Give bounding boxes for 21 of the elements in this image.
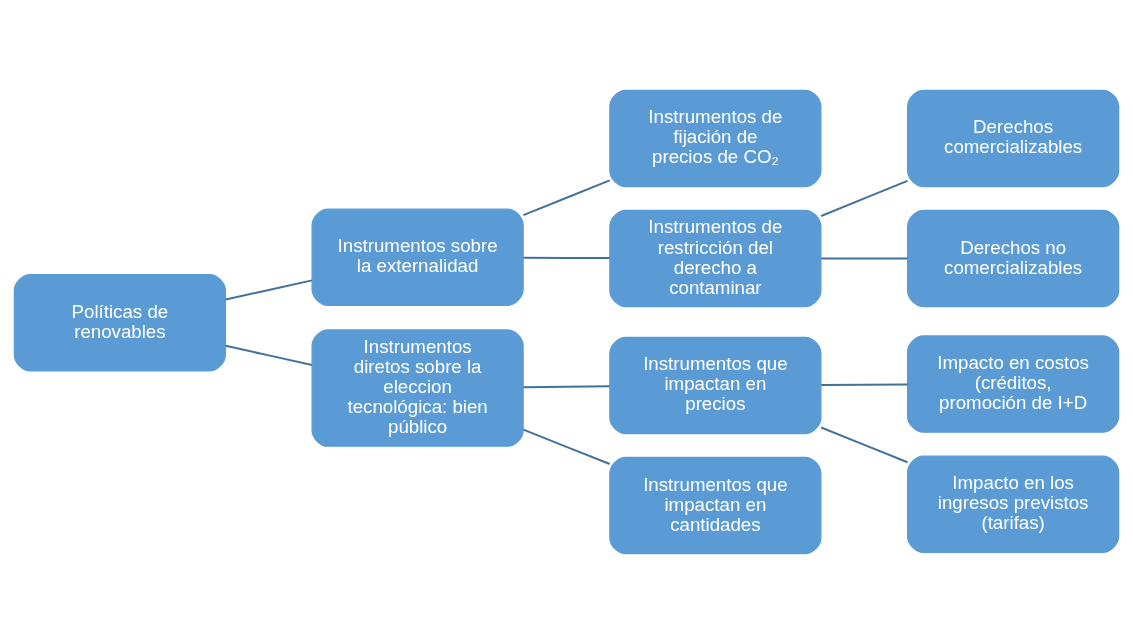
node-box: Instrumentos sobre la externalidad [311,208,524,306]
node-box: Políticas de renovables [13,273,226,372]
node-box: Impacto en costos (créditos, promoción de I+D [907,335,1120,433]
connector [820,257,909,260]
node-box: Derechos comercializables [907,89,1120,188]
connector [522,385,611,389]
connector [820,383,909,386]
connector [820,179,909,218]
connector [522,256,611,260]
connector [522,179,611,217]
connector [522,428,611,466]
connector [224,344,313,366]
node-box: Instrumentos de fijación de precios de CO₂ [609,89,822,188]
connector [224,279,313,301]
connector [820,426,909,464]
node-box: Instrumentos que impactan en cantidades [609,456,822,555]
node-box: Instrumentos de restricción del derecho a contaminar [609,209,822,308]
node-box: Instrumentos que impactan en precios [609,336,822,435]
node-box: Derechos no comercializables [907,209,1120,308]
node-box: Impacto en los ingresos previstos (tarifas) [907,455,1120,553]
node-box: Instrumentos diretos sobre la eleccion tecnológica: bien público [311,329,524,447]
